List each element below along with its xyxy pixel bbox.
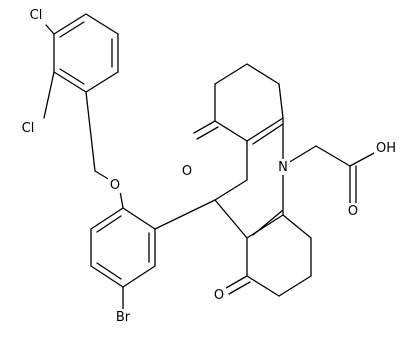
atom-br: Br [116,310,131,325]
atom-o-acid-carbonyl: O [348,204,358,219]
atom-cl-left: Cl [22,121,35,136]
bond-lines [43,13,377,311]
atom-o-ketone-upper: O [182,164,192,179]
atom-oh-acid: OH [376,141,396,156]
atom-o-ketone-lower: O [214,288,224,303]
atom-n-ring: N [278,160,288,175]
atom-cl-top: Cl [30,8,43,23]
atom-labels: Cl Cl O O O N OH O Br [18,7,398,325]
atom-o-ether: O [110,178,120,193]
